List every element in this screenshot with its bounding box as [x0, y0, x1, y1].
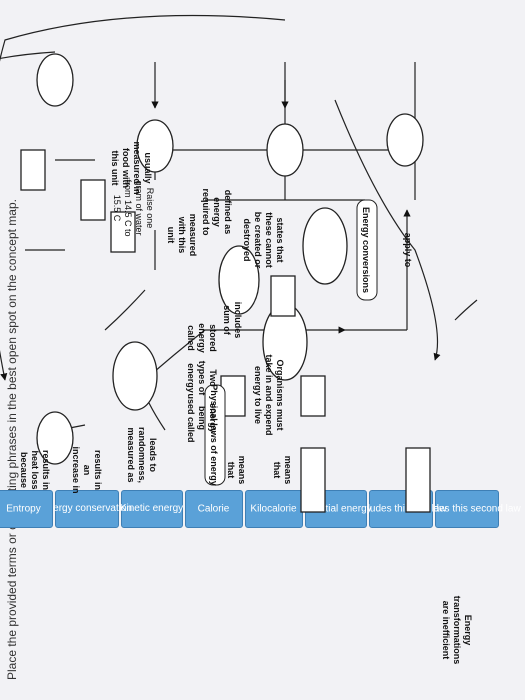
svg-text:that: that [272, 462, 282, 479]
transformations-node: Energy transformations are inefficient [441, 596, 473, 665]
svg-text:unit: unit [166, 227, 176, 244]
svg-text:Energy conversions: Energy conversions [361, 207, 371, 293]
drop-oval-lower-center[interactable] [112, 341, 158, 411]
svg-text:food with: food with [121, 148, 131, 188]
svg-text:transformations: transformations [452, 596, 462, 665]
label-includes-sum: includes [233, 302, 243, 339]
svg-text:an: an [82, 465, 92, 476]
label-energy-being: energy [208, 403, 218, 433]
drop-oval-left-1[interactable] [386, 113, 424, 167]
label-usually-measured: usually [143, 152, 153, 183]
svg-text:15.5 C: 15.5 C [112, 195, 122, 222]
drop-rect-2[interactable] [300, 447, 326, 513]
svg-text:be created or: be created or [253, 212, 263, 269]
drop-rect-5[interactable] [270, 275, 296, 317]
drop-oval-left-3[interactable] [136, 119, 174, 173]
svg-text:that: that [226, 462, 236, 479]
svg-text:gram of water: gram of water [134, 180, 144, 235]
drop-rect-7[interactable] [80, 179, 106, 221]
drop-rect-1[interactable] [405, 447, 431, 513]
label-results-in: results in [93, 450, 103, 490]
svg-text:are inefficient: are inefficient [441, 601, 451, 660]
label-stored-energy: stored [208, 324, 218, 352]
svg-text:types of: types of [197, 361, 207, 397]
drop-oval-lower-right[interactable] [36, 411, 74, 465]
label-raise-one: Raise one [145, 188, 155, 229]
svg-text:sum of: sum of [222, 305, 232, 336]
label-states-that: states that [275, 217, 285, 262]
svg-text:destroyed: destroyed [242, 218, 252, 261]
label-measured-with: measured [188, 214, 198, 257]
svg-text:Energy: Energy [463, 615, 473, 646]
svg-text:with this: with this [177, 216, 187, 254]
svg-text:these cannot: these cannot [264, 212, 274, 268]
label-defined-as: defined as [223, 190, 233, 235]
svg-text:randomness,: randomness, [137, 427, 147, 483]
svg-text:used called: used called [186, 393, 196, 442]
svg-text:energy: energy [186, 363, 196, 393]
svg-text:this unit: this unit [110, 151, 120, 186]
label-means-that-2: means [237, 456, 247, 485]
drop-oval-left-2[interactable] [266, 123, 304, 177]
svg-text:take in and expend: take in and expend [264, 354, 274, 435]
svg-text:energy: energy [197, 323, 207, 353]
svg-text:heat loss: heat loss [30, 450, 40, 489]
svg-text:because: because [19, 452, 29, 488]
label-organisms: Organisms must [275, 359, 285, 430]
drop-rect-4[interactable] [300, 375, 326, 417]
svg-text:increase in: increase in [71, 446, 81, 493]
drop-oval-bottom-left[interactable] [36, 53, 74, 107]
drop-oval-mid[interactable] [218, 245, 260, 315]
label-leads-to: leads to [148, 438, 158, 473]
svg-text:from 14.5 C to: from 14.5 C to [123, 179, 133, 236]
svg-text:required to: required to [201, 188, 211, 236]
drop-rect-8[interactable] [20, 149, 46, 191]
label-apply-to: apply to [403, 233, 413, 268]
svg-text:measured in: measured in [132, 141, 142, 194]
svg-text:measured as: measured as [126, 427, 136, 482]
svg-text:called: called [186, 325, 196, 351]
physical-laws-node: Physical laws of energy [204, 384, 226, 486]
label-means-that-1: means [283, 456, 293, 485]
svg-text:being: being [197, 406, 207, 430]
energy-conversions-node: Energy conversions [356, 199, 378, 301]
label-results-heat: results in [41, 450, 51, 490]
label-two-types: Two [208, 369, 218, 387]
svg-text:energy to live: energy to live [253, 366, 263, 424]
drop-oval-upper-left[interactable] [302, 207, 348, 285]
drop-rect-6[interactable] [110, 211, 136, 253]
svg-text:Physical laws of energy: Physical laws of energy [209, 384, 219, 486]
svg-text:energy: energy [212, 197, 222, 227]
